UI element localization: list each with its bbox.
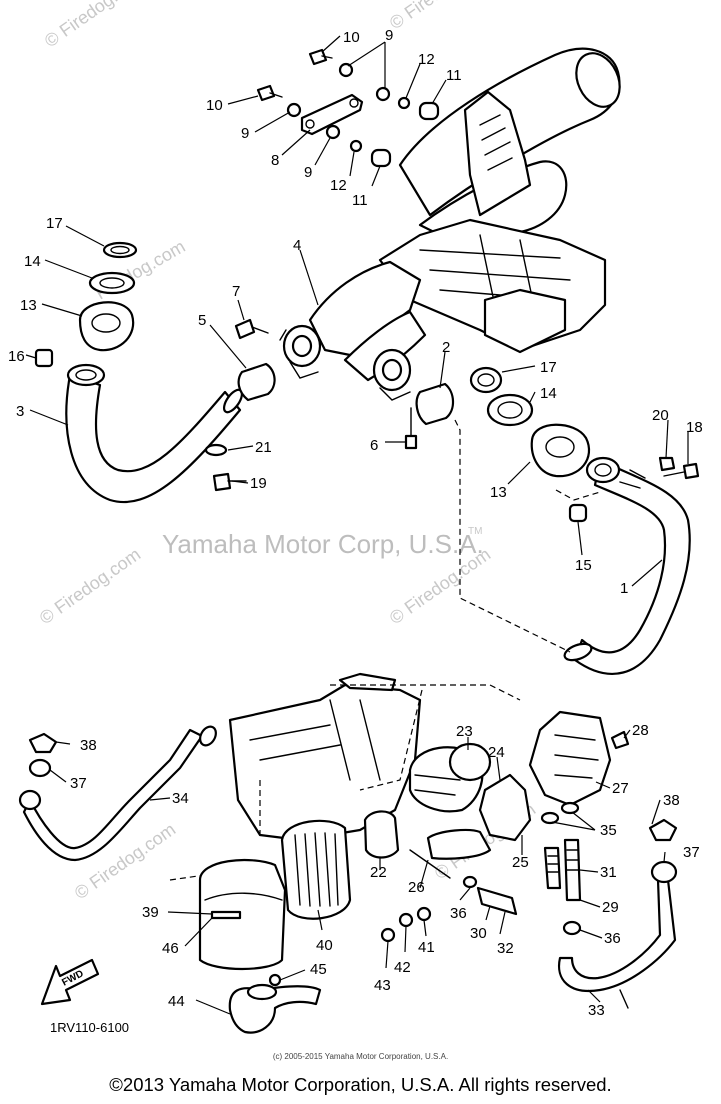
assembly-lines	[454, 419, 601, 653]
callout-46: 46	[162, 940, 179, 957]
callout-5: 5	[198, 312, 206, 329]
diagram-code: 1RV110-6100	[50, 1020, 129, 1035]
callout-9: 9	[385, 27, 393, 44]
muffler-assembly	[256, 47, 621, 401]
leader-lines	[25, 35, 689, 1015]
callout-7: 7	[232, 283, 240, 300]
callout-35: 35	[600, 822, 617, 839]
callout-10: 10	[343, 29, 360, 46]
callout-6: 6	[370, 437, 378, 454]
callout-39: 39	[142, 904, 159, 921]
callout-15: 15	[575, 557, 592, 574]
callout-36: 36	[450, 905, 467, 922]
callout-16: 16	[8, 348, 25, 365]
callout-8: 8	[271, 152, 279, 169]
callout-37: 37	[70, 775, 87, 792]
callout-23: 23	[456, 723, 473, 740]
callout-labels: 10 9 12 11 10 9 8 9 12 11 17 14 13 7 5 4…	[8, 27, 703, 1019]
callout-11: 11	[352, 192, 368, 209]
callout-9: 9	[304, 164, 312, 181]
callout-1: 1	[620, 580, 628, 597]
callout-29: 29	[602, 899, 619, 916]
callout-37: 37	[683, 844, 700, 861]
watermark-firedog: © Firedog.com	[71, 819, 179, 903]
watermark-yamaha: Yamaha Motor Corp, U.S.A.	[162, 529, 484, 559]
callout-19: 19	[250, 475, 267, 492]
callout-12: 12	[330, 177, 347, 194]
callout-17: 17	[540, 359, 557, 376]
callout-14: 14	[540, 385, 557, 402]
callout-32: 32	[497, 940, 514, 957]
callout-38: 38	[663, 792, 680, 809]
callout-38: 38	[80, 737, 97, 754]
small-copyright: (c) 2005-2015 Yamaha Motor Corporation, …	[272, 1052, 449, 1061]
callout-45: 45	[310, 961, 327, 978]
callout-44: 44	[168, 993, 185, 1010]
callout-2: 2	[442, 339, 450, 356]
callout-13: 13	[20, 297, 37, 314]
callout-14: 14	[24, 253, 41, 270]
callout-26: 26	[408, 879, 425, 896]
callout-20: 20	[652, 407, 669, 424]
air-induction-assembly	[18, 672, 678, 1034]
callout-21: 21	[255, 439, 272, 456]
watermark-firedog: © Firedog.com	[41, 0, 149, 51]
callout-33: 33	[588, 1002, 605, 1019]
callout-27: 27	[612, 780, 629, 797]
callout-34: 34	[172, 790, 189, 807]
callout-17: 17	[46, 215, 63, 232]
callout-10: 10	[206, 97, 223, 114]
callout-9: 9	[241, 125, 249, 142]
watermark-firedog: © Firedog.com	[36, 544, 144, 628]
callout-43: 43	[374, 977, 391, 994]
footer-copyright: ©2013 Yamaha Motor Corporation, U.S.A. A…	[109, 1074, 612, 1095]
callout-42: 42	[394, 959, 411, 976]
callout-12: 12	[418, 51, 435, 68]
callout-3: 3	[16, 403, 24, 420]
forward-arrow: FWD	[40, 958, 100, 1006]
callout-13: 13	[490, 484, 507, 501]
callout-18: 18	[686, 419, 703, 436]
watermark-tm: TM	[468, 526, 482, 537]
callout-11: 11	[446, 67, 462, 84]
callout-25: 25	[512, 854, 529, 871]
callout-40: 40	[316, 937, 333, 954]
callout-4: 4	[293, 237, 301, 254]
callout-24: 24	[488, 744, 505, 761]
callout-41: 41	[418, 939, 435, 956]
callout-31: 31	[600, 864, 617, 881]
callout-22: 22	[370, 864, 387, 881]
left-exhaust-pipe	[34, 241, 276, 504]
watermark-firedog: © Firedog.com	[386, 0, 494, 33]
callout-28: 28	[632, 722, 649, 739]
callout-36: 36	[604, 930, 621, 947]
right-exhaust-pipe	[404, 366, 700, 675]
callout-30: 30	[470, 925, 487, 942]
